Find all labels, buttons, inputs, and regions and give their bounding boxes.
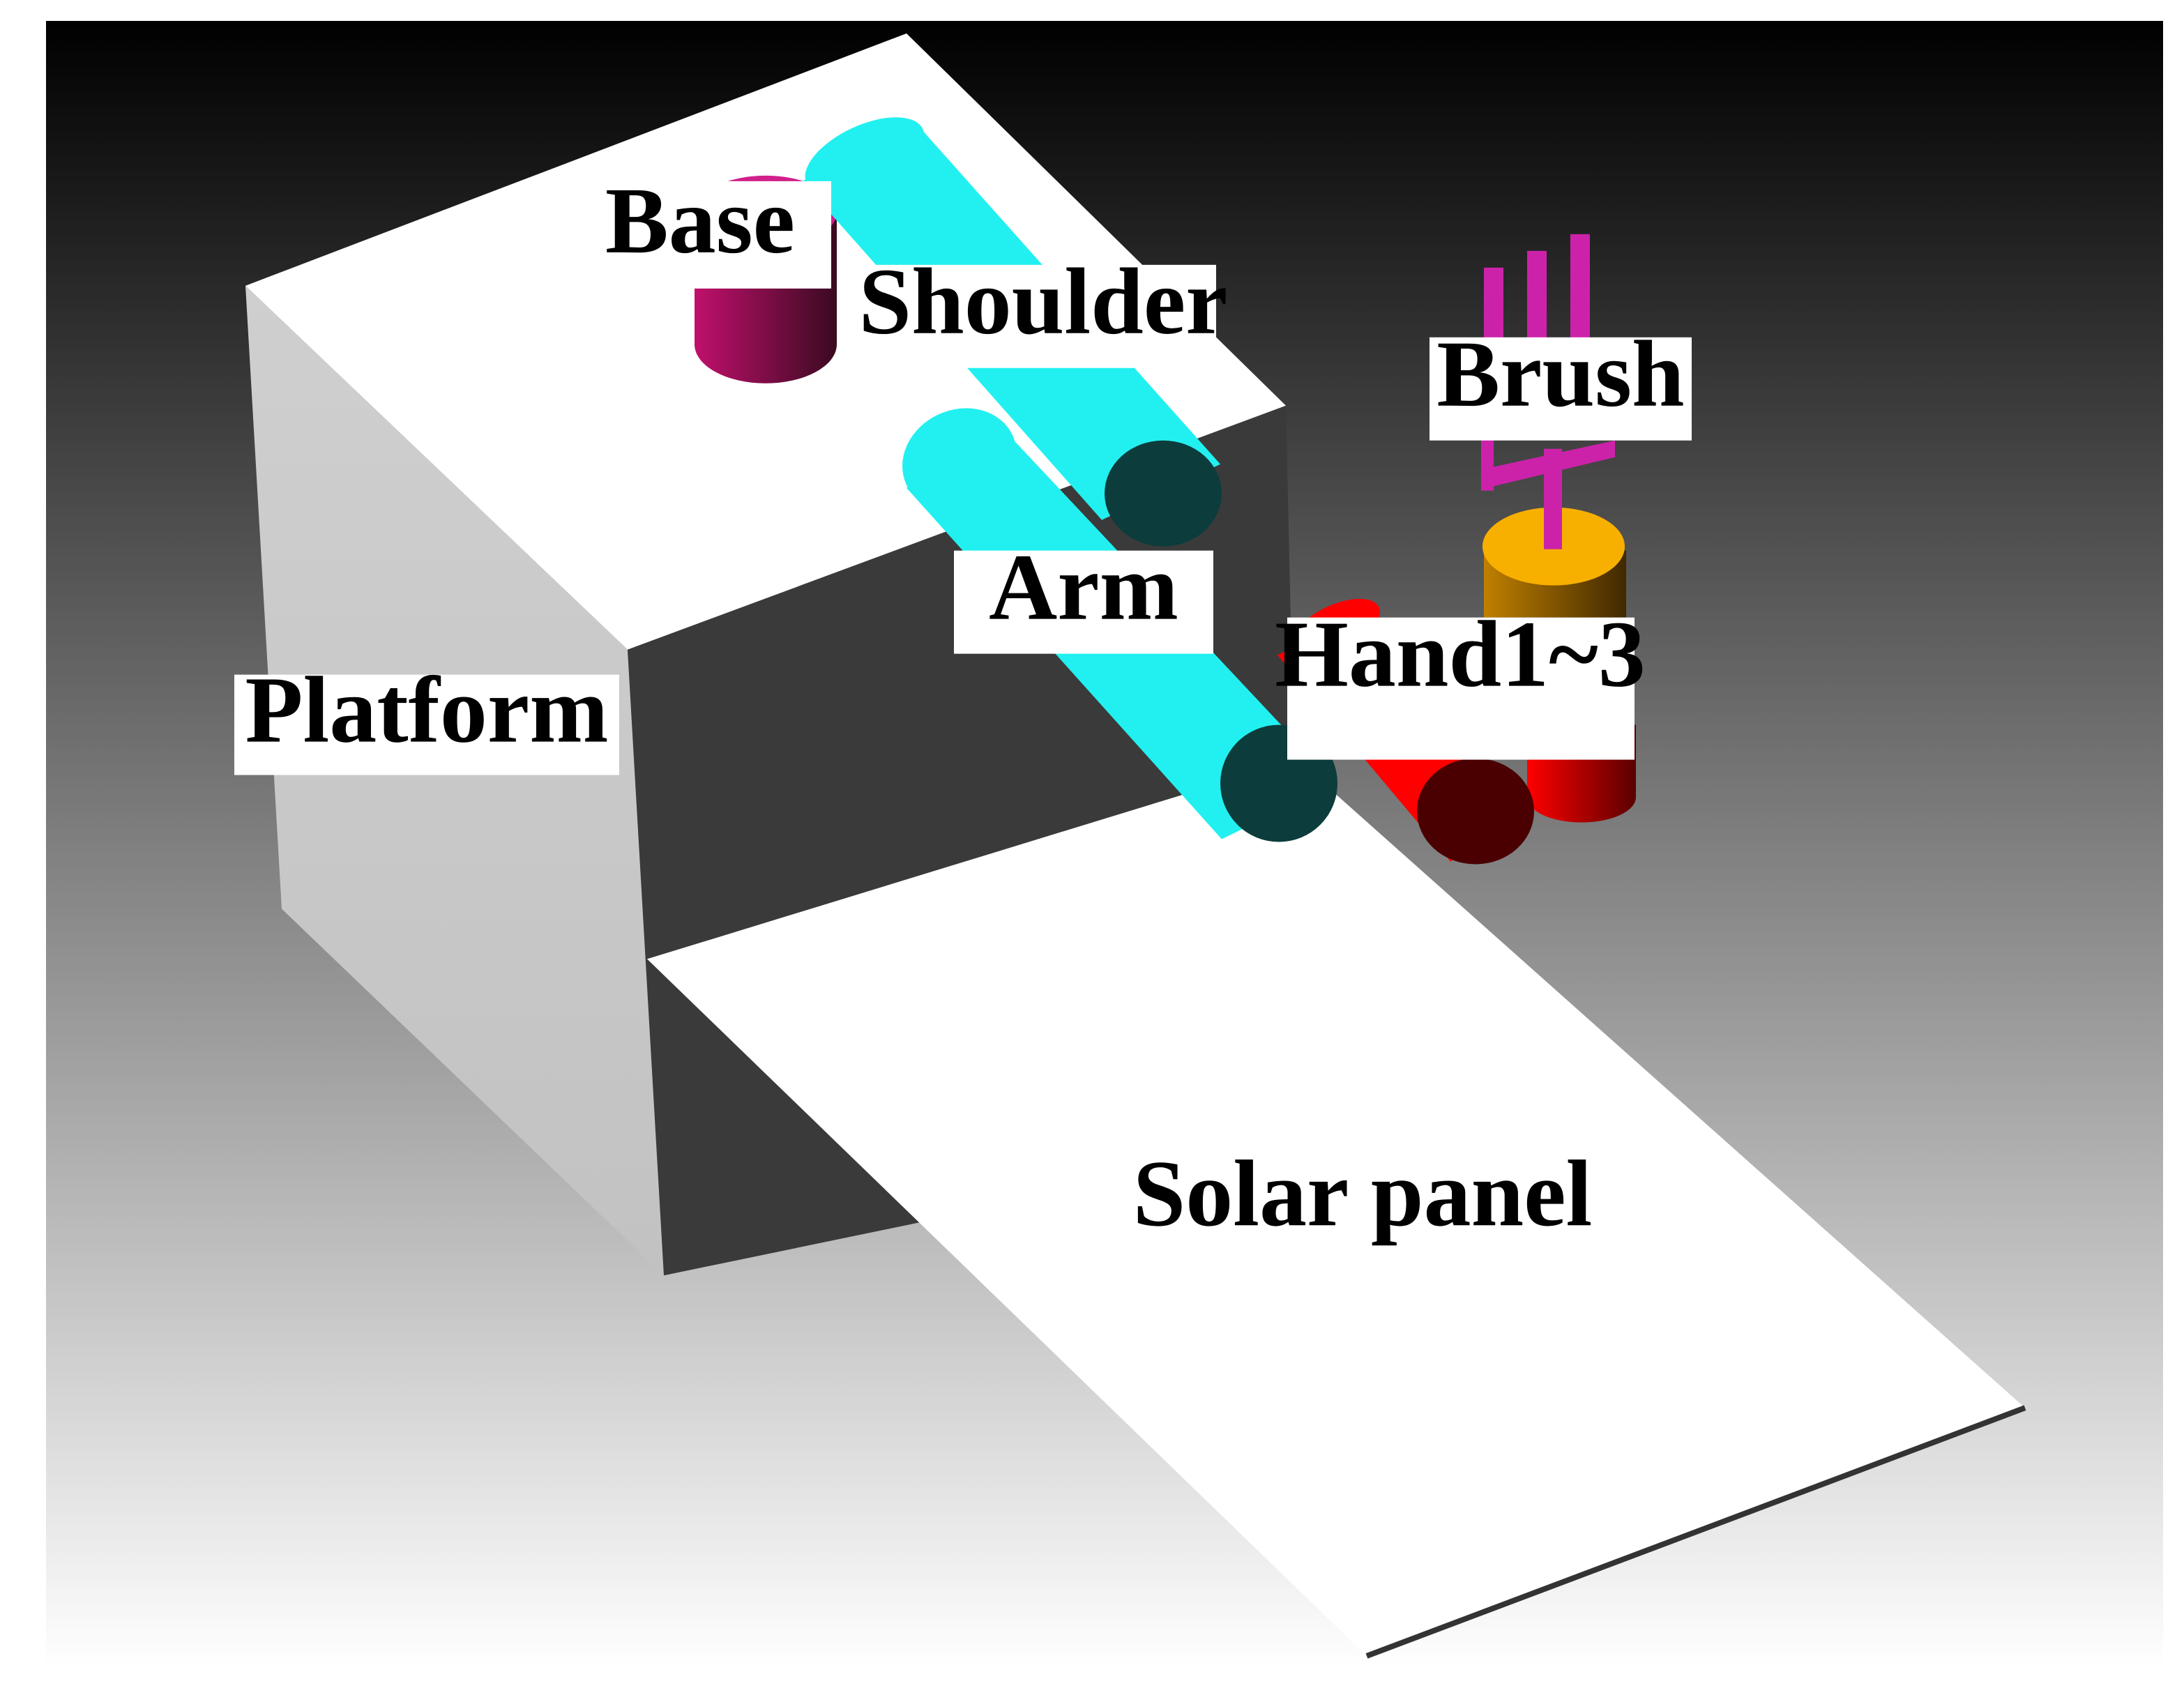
label-platform: Platform bbox=[234, 658, 619, 775]
solar-panel-edge bbox=[1365, 1405, 2026, 1659]
label-arm: Arm bbox=[954, 535, 1213, 654]
label-hand-text: Hand1~3 bbox=[1275, 602, 1646, 707]
brush-crossbar bbox=[1487, 440, 1615, 488]
solar-panel-surface bbox=[647, 759, 2025, 1657]
label-brush: Brush bbox=[1430, 322, 1692, 441]
brush-holder bbox=[1482, 507, 1626, 618]
label-hand: Hand1~3 bbox=[1275, 602, 1646, 760]
shoulder-end-cap bbox=[1105, 440, 1222, 547]
label-shoulder: Shoulder bbox=[858, 250, 1228, 368]
hand-end-cap bbox=[1417, 758, 1534, 865]
label-platform-text: Platform bbox=[245, 658, 608, 763]
label-base-text: Base bbox=[605, 169, 795, 273]
label-solar-panel-text: Solar panel bbox=[1133, 1141, 1593, 1246]
label-base: Base bbox=[605, 169, 831, 289]
label-arm-text: Arm bbox=[989, 535, 1178, 640]
label-brush-text: Brush bbox=[1436, 322, 1684, 427]
platform-left-face bbox=[245, 285, 664, 1276]
label-shoulder-text: Shoulder bbox=[858, 250, 1227, 354]
solar-panel bbox=[647, 759, 2026, 1659]
